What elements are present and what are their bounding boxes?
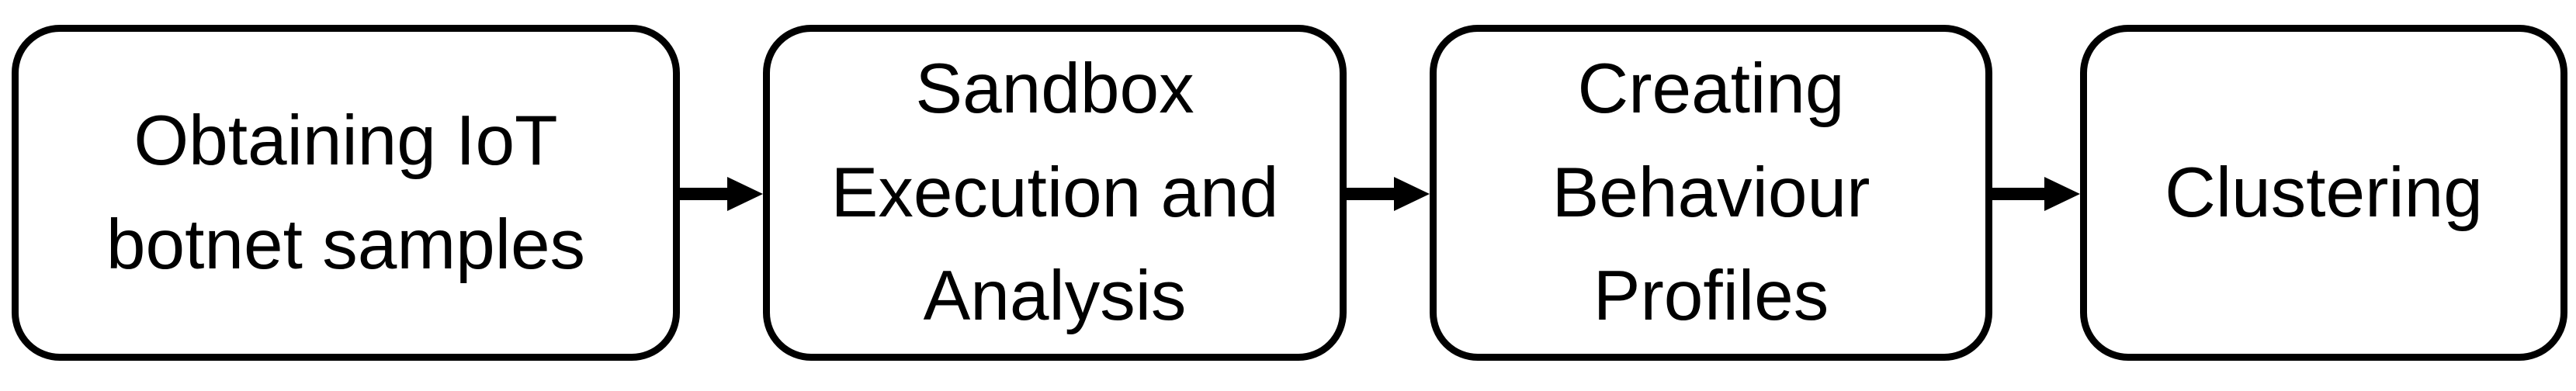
flow-step-label: Clustering [2165,153,2483,232]
flow-step-label: Sandbox Execution and Analysis [830,49,1279,336]
flow-step-behaviour-profiles: Creating Behaviour Profiles [1430,25,1992,361]
flow-step-label: Obtaining IoT botnet samples [106,101,586,284]
arrow-shaft [1347,188,1399,200]
flow-step-obtaining-samples: Obtaining IoT botnet samples [12,25,680,361]
arrow-shaft [1992,188,2049,200]
arrow-shaft [680,188,732,200]
arrow-right-icon [1347,177,1430,211]
arrow-right-icon [1992,177,2080,211]
arrow-right-icon [680,177,763,211]
flow-step-clustering: Clustering [2080,25,2567,361]
arrow-head [2044,177,2080,211]
flow-step-sandbox-execution: Sandbox Execution and Analysis [763,25,1347,361]
flow-step-label: Creating Behaviour Profiles [1551,49,1870,336]
arrow-head [727,177,763,211]
arrow-head [1394,177,1430,211]
